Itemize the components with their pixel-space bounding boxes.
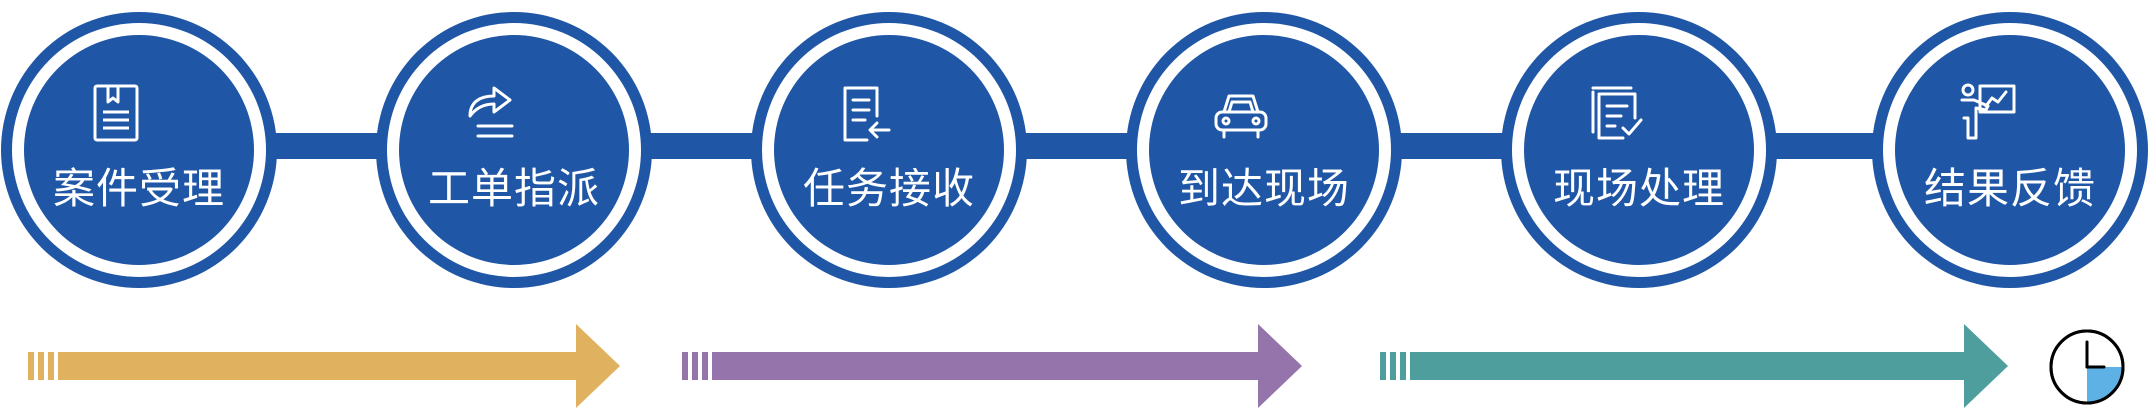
step-task-receipt: 任务接收	[751, 12, 1027, 288]
car-icon	[1214, 94, 1268, 139]
step-label: 到达现场	[1177, 164, 1350, 213]
step-label: 结果反馈	[1923, 164, 2096, 213]
connector-4	[1390, 133, 1510, 159]
clock-icon	[2049, 329, 2125, 405]
connector-2	[645, 133, 765, 159]
presentation-icon	[1960, 83, 2016, 140]
step-label: 工单指派	[427, 164, 600, 213]
step-case-acceptance: 案件受理	[1, 12, 277, 288]
step-label: 任务接收	[802, 164, 975, 213]
progress-arrow-purple	[682, 324, 1302, 408]
step-on-site-handling: 现场处理	[1501, 12, 1777, 288]
connector-5	[1765, 133, 1885, 159]
step-work-order-dispatch: 工单指派	[376, 12, 652, 288]
document-icon	[93, 84, 139, 142]
checklist-icon	[1591, 86, 1643, 140]
progress-arrow-gold	[28, 324, 620, 408]
step-label: 现场处理	[1552, 164, 1725, 213]
progress-arrow-teal	[1380, 324, 2008, 408]
step-label: 案件受理	[52, 164, 225, 213]
connector-1	[270, 133, 390, 159]
share-forward-icon	[468, 86, 514, 138]
step-result-feedback: 结果反馈	[1872, 12, 2148, 288]
step-arrive-on-site: 到达现场	[1126, 12, 1402, 288]
connector-3	[1020, 133, 1140, 159]
document-receive-icon	[843, 86, 891, 142]
